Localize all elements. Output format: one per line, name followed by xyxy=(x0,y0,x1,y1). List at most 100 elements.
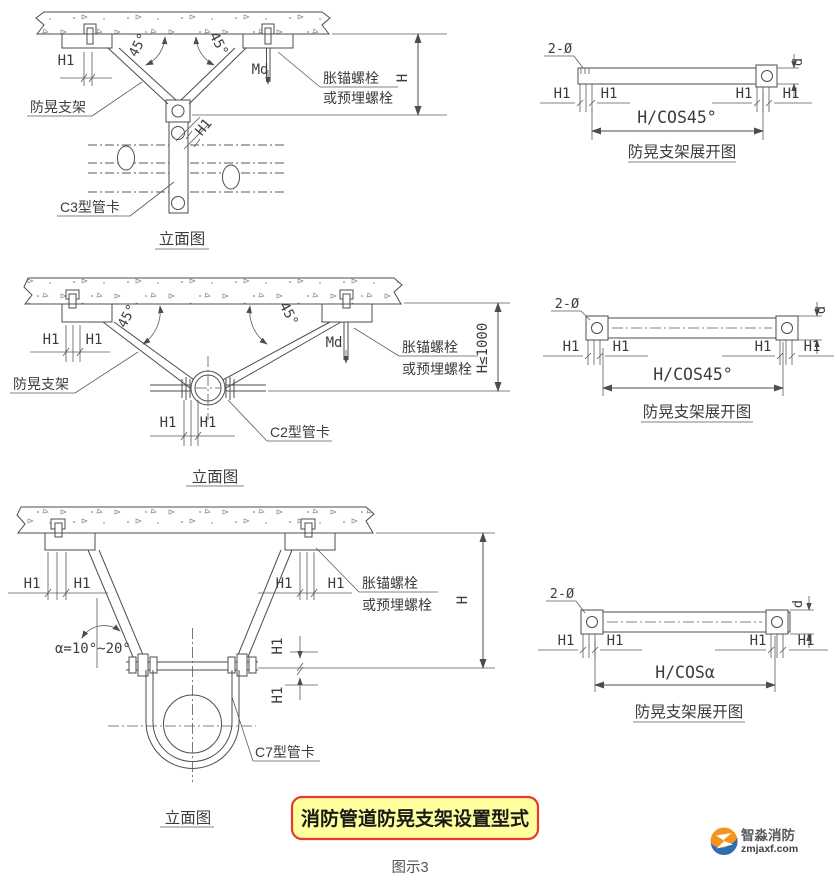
row3-bolt-label-2: 或预埋螺栓 xyxy=(362,597,432,613)
row1u-h1-label: H1 xyxy=(554,86,571,102)
title-box-text: 消防管道防晃支架设置型式 xyxy=(301,807,529,830)
row1-angle-arc-right xyxy=(193,36,215,66)
row1-h1-node-dim xyxy=(175,116,209,150)
row3u-h1-label: H1 xyxy=(798,633,815,649)
row1u-h1-label: H1 xyxy=(736,86,753,102)
row2-dims xyxy=(30,302,510,446)
row3u-h1-label: H1 xyxy=(558,633,575,649)
row3u-caption: 防晃支架展开图 xyxy=(635,703,744,721)
row2-angle-arc-right xyxy=(246,305,268,345)
row2-angle-arc-left xyxy=(142,305,164,345)
row2-anchor-bolts xyxy=(65,289,354,364)
row1-anchor-bolts xyxy=(83,23,275,85)
row2-h1-label: H1 xyxy=(43,332,60,348)
logo-name: 智淼消防 xyxy=(741,827,795,843)
row3u-two-dia-label: 2-Ø xyxy=(550,586,574,602)
row2-elevation-drawing: H1 H1 45° 45° Md H≤1000 防晃支架 胀锚螺栓 或预埋螺栓 … xyxy=(10,277,510,487)
row1-elevation-caption: 立面图 xyxy=(159,230,206,248)
row2-md-label: Md xyxy=(326,335,343,351)
row1-ceiling-slab xyxy=(35,11,331,35)
row2u-dims xyxy=(543,302,834,423)
row3-clamp-label: C7型管卡 xyxy=(255,744,315,760)
row2-bolt-label-1: 胀锚螺栓 xyxy=(402,339,458,355)
row2-clamp-label: C2型管卡 xyxy=(270,424,330,440)
row2u-span-formula: H/COS45° xyxy=(653,365,732,384)
row2-elevation-caption: 立面图 xyxy=(192,468,239,486)
row1u-span-formula: H/COS45° xyxy=(637,108,716,127)
row1-bracket-struts xyxy=(61,33,294,105)
row2-pipe-clamp xyxy=(150,356,266,420)
row3-ceiling-slab xyxy=(16,506,375,534)
row1u-d-label: d xyxy=(790,58,806,66)
row2-bolt-label-2: 或预埋螺栓 xyxy=(402,361,472,377)
row2-leaders xyxy=(10,327,478,487)
row3-h-label: H xyxy=(455,596,471,604)
row1u-dims xyxy=(540,54,812,163)
row2u-caption: 防晃支架展开图 xyxy=(643,403,752,421)
row1u-h1-label: H1 xyxy=(783,86,800,102)
row2-bracket-struts xyxy=(61,303,373,389)
row2u-h1-label: H1 xyxy=(755,339,772,355)
row2-h1-label: H1 xyxy=(86,332,103,348)
row1-bolt-label-1: 胀锚螺栓 xyxy=(323,70,379,86)
row3u-h1-label: H1 xyxy=(607,633,624,649)
row1-h1-label: H1 xyxy=(58,53,75,69)
figure-caption: 图示3 xyxy=(391,860,428,876)
row2u-two-dia-label: 2-Ø xyxy=(555,296,579,312)
row1u-bar xyxy=(577,67,776,85)
row3u-span-formula: H/COSα xyxy=(655,663,715,682)
row1-angle-left-label: 45° xyxy=(126,31,152,60)
row2u-h1-label: H1 xyxy=(563,339,580,355)
row3-anchor-bolts xyxy=(50,518,316,538)
row1-md-label: Md xyxy=(252,62,269,78)
row3-h1-upper-label: H1 xyxy=(270,638,286,655)
row2-h1-label: H1 xyxy=(160,415,177,431)
row1-h-dim xyxy=(192,33,447,116)
brand-logo: 智淼消防 zmjaxf.com xyxy=(710,827,798,856)
row3-elevation-caption: 立面图 xyxy=(165,809,212,827)
row2-unfolded-drawing: 2-Ø d H1 H1 H1 H1 H/COS45° 防晃支架展开图 xyxy=(543,296,834,423)
row3-h1-lower-label: H1 xyxy=(270,687,286,704)
row1-hanger-bar xyxy=(165,99,191,214)
row3-unfolded-drawing: 2-Ø d H1 H1 H1 H1 H/COSα 防晃支架展开图 xyxy=(538,586,828,723)
row2u-h1-label: H1 xyxy=(613,339,630,355)
row1-bracket-label: 防晃支架 xyxy=(30,99,86,115)
row2-ceiling-slab xyxy=(23,277,403,305)
row3u-d-label: d xyxy=(790,600,806,608)
row1-unfolded-drawing: 2-Ø d H1 H1 H1 H1 H/COS45° 防晃支架展开图 xyxy=(540,41,812,163)
logo-site: zmjaxf.com xyxy=(741,843,798,855)
row3-ubolt-pipe xyxy=(108,628,256,782)
row3-h1-label: H1 xyxy=(24,576,41,592)
row3-h1-label: H1 xyxy=(328,576,345,592)
row2-bracket-label: 防晃支架 xyxy=(13,376,69,392)
row1-h-label: H xyxy=(395,74,411,82)
row1u-caption: 防晃支架展开图 xyxy=(628,143,737,161)
row3-elevation-drawing: H1 H1 H1 H1 α=10°~20° H1 H1 H 胀锚螺栓 或预埋螺栓… xyxy=(8,506,495,828)
row1-pipes xyxy=(88,144,287,193)
row1-bolt-label-2: 或预埋螺栓 xyxy=(323,90,393,106)
row3-bolt-label-1: 胀锚螺栓 xyxy=(362,575,418,591)
row1-h1-dim xyxy=(60,52,112,86)
row3u-h1-label: H1 xyxy=(750,633,767,649)
row3-bracket-struts xyxy=(44,532,336,658)
title-box: 消防管道防晃支架设置型式 xyxy=(290,795,540,841)
row2u-d-label: d xyxy=(813,306,829,314)
row1-clamp-label: C3型管卡 xyxy=(60,199,120,215)
row3-h1-label: H1 xyxy=(74,576,91,592)
row3-dims xyxy=(8,532,495,700)
row3u-dims xyxy=(538,596,828,723)
row1u-two-dia-label: 2-Ø xyxy=(548,41,572,57)
row2-angle-left-label: 45° xyxy=(115,302,141,331)
row1-elevation-drawing: H1 45° 45° Md H1 H 防晃支架 胀锚螺栓 或预埋螺栓 C3型管卡… xyxy=(27,11,447,250)
row1-h1-node-label: H1 xyxy=(192,116,215,139)
row3-leaders xyxy=(160,547,438,828)
row3-alpha-label: α=10°~20° xyxy=(55,641,131,657)
row2u-h1-label: H1 xyxy=(804,339,821,355)
row1-angle-arc-left xyxy=(145,36,168,66)
row2-h1-label: H1 xyxy=(200,415,217,431)
row1-leaders xyxy=(27,51,398,250)
row3-h1-label: H1 xyxy=(276,576,293,592)
row1u-h1-label: H1 xyxy=(601,86,618,102)
